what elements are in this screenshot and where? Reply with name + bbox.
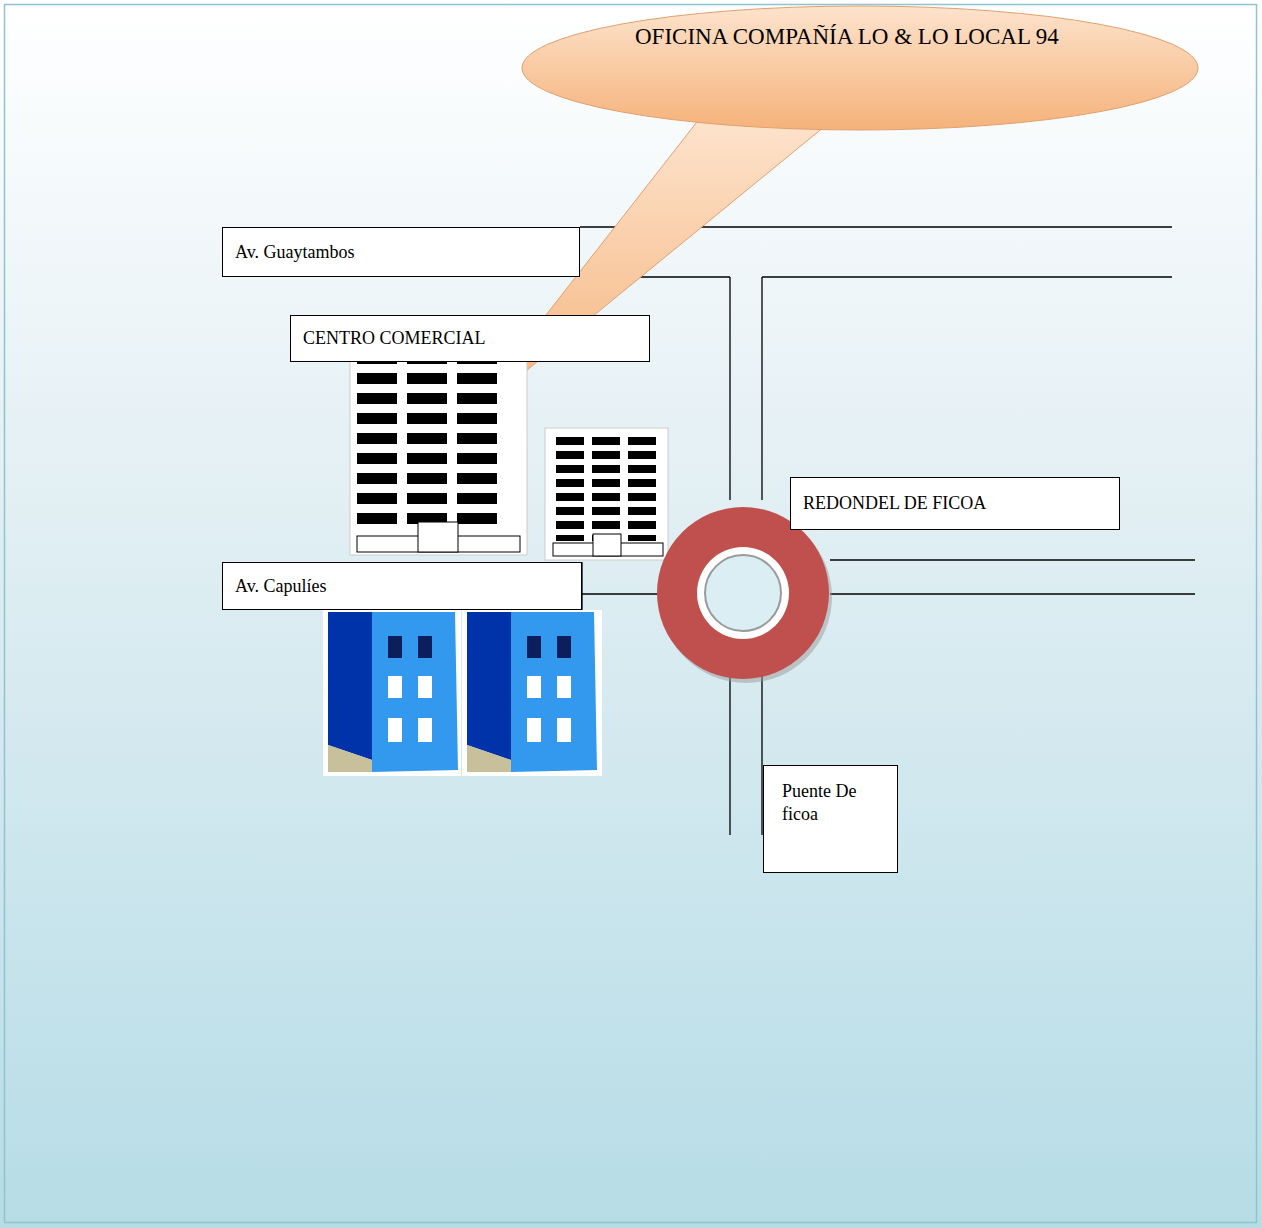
road-lines (580, 227, 1195, 835)
roundabout (657, 507, 832, 683)
place-label: Puente De ficoa (763, 765, 898, 873)
map-label: Av. Guaytambos (235, 241, 354, 264)
street-label: Av. Guaytambos (222, 227, 580, 277)
apartment-icon (323, 610, 461, 776)
map-label: REDONDEL DE FICOA (803, 492, 986, 515)
callout-ellipse (522, 6, 1198, 130)
map-label: CENTRO COMERCIAL (303, 327, 486, 350)
map-label: Puente De ficoa (782, 780, 885, 825)
apartment-icon (462, 610, 602, 776)
place-label: CENTRO COMERCIAL (290, 315, 650, 362)
street-label: Av. Capulíes (222, 562, 582, 610)
place-label: REDONDEL DE FICOA (790, 477, 1120, 530)
building-icon (350, 345, 527, 555)
callout-bubble: OFICINA COMPAÑÍA LO & LO LOCAL 94 (520, 4, 1200, 132)
callout-text: OFICINA COMPAÑÍA LO & LO LOCAL 94 (635, 22, 1065, 52)
map-label: Av. Capulíes (235, 575, 327, 598)
callout-ellipse (520, 4, 1200, 132)
map-border (5, 5, 1257, 1223)
building-icon (545, 428, 668, 560)
